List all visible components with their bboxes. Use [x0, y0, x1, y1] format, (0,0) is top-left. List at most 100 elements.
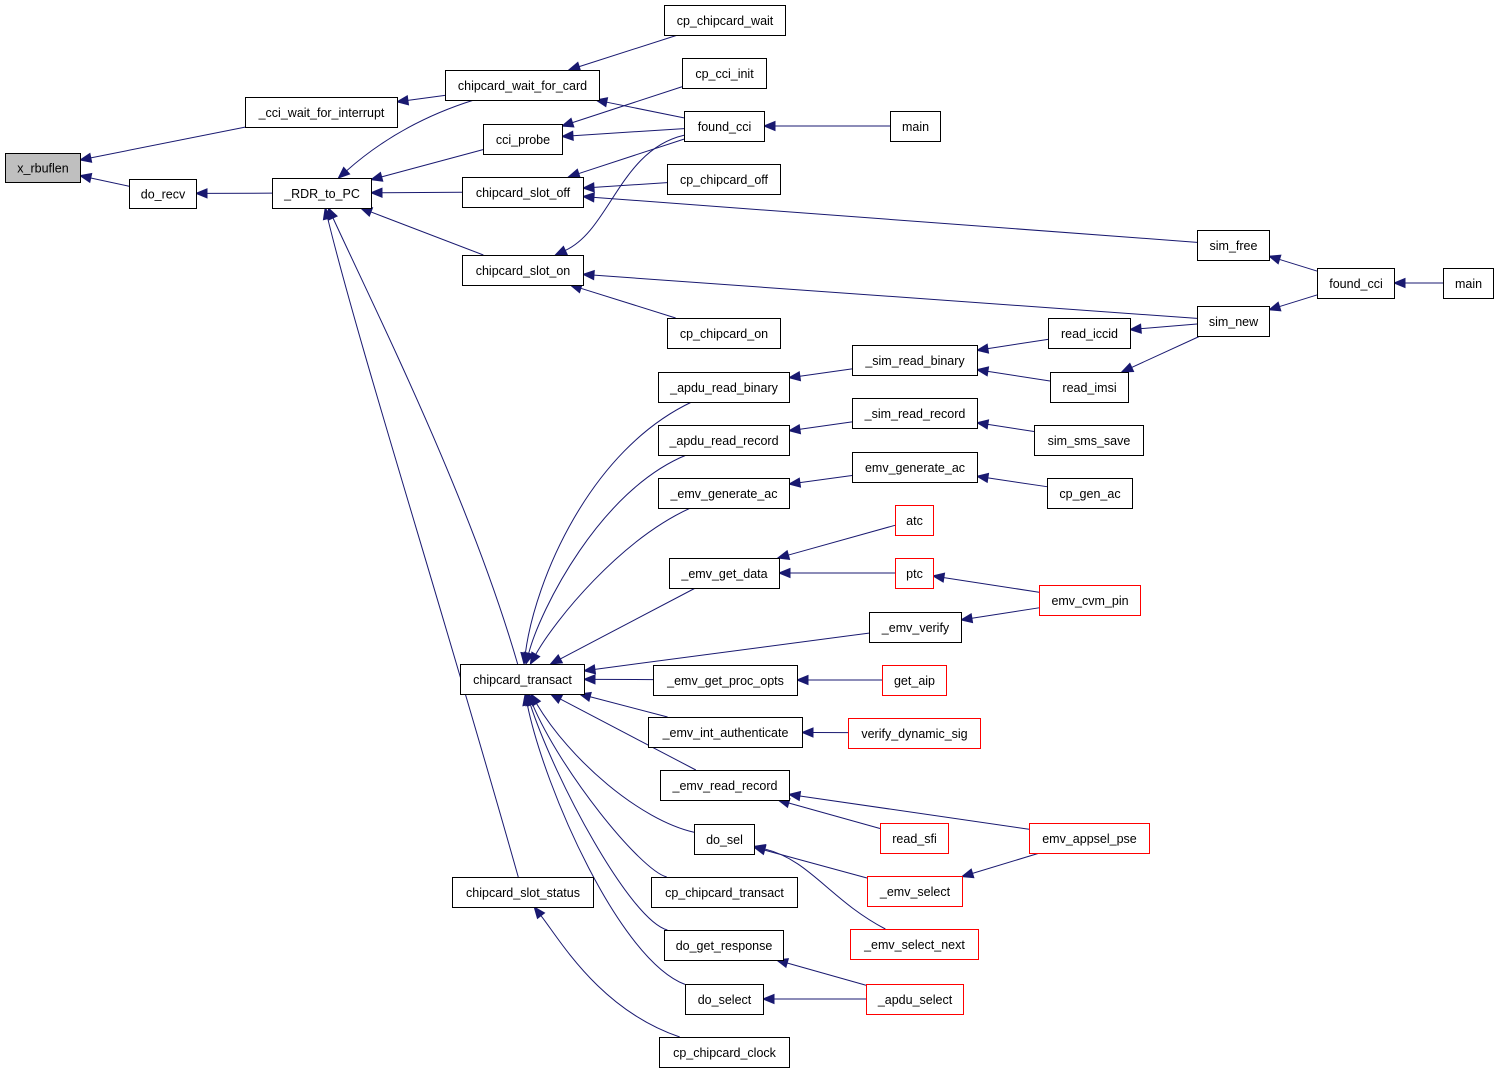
node-main-b[interactable]: main — [1443, 268, 1494, 299]
node-box[interactable] — [895, 505, 934, 536]
node-chipcard-transact[interactable]: chipcard_transact — [460, 664, 585, 695]
node-chipcard-slot-on[interactable]: chipcard_slot_on — [462, 255, 584, 286]
node-cp-gen-ac[interactable]: cp_gen_ac — [1047, 478, 1133, 509]
node-box[interactable] — [653, 665, 798, 696]
node-box[interactable] — [664, 5, 786, 36]
node-do-select[interactable]: do_select — [685, 984, 764, 1015]
node-box[interactable] — [483, 124, 563, 155]
node-sim-new[interactable]: sim_new — [1197, 306, 1270, 337]
node-RDR-to-PC[interactable]: _RDR_to_PC — [272, 178, 372, 209]
node-box[interactable] — [667, 318, 781, 349]
node-found-cci-a[interactable]: found_cci — [684, 111, 765, 142]
node-box[interactable] — [667, 164, 781, 195]
node-box[interactable] — [452, 877, 594, 908]
node-emv-select[interactable]: _emv_select — [867, 876, 963, 907]
node-box[interactable] — [1034, 425, 1144, 456]
node-sim-read-binary[interactable]: _sim_read_binary — [852, 345, 978, 376]
node-box[interactable] — [658, 478, 790, 509]
node-box[interactable] — [895, 558, 934, 589]
node-cp-cci-init[interactable]: cp_cci_init — [682, 58, 767, 89]
node-box[interactable] — [880, 823, 949, 854]
node-do-recv[interactable]: do_recv — [129, 179, 197, 209]
node-ptc[interactable]: ptc — [895, 558, 934, 589]
node-emv-generate-ac-p[interactable]: _emv_generate_ac — [658, 478, 790, 509]
node-box[interactable] — [1197, 306, 1270, 337]
node-emv-generate-ac[interactable]: emv_generate_ac — [852, 452, 978, 483]
node-sim-sms-save[interactable]: sim_sms_save — [1034, 425, 1144, 456]
node-emv-select-next[interactable]: _emv_select_next — [850, 929, 979, 960]
node-box[interactable] — [658, 372, 790, 403]
node-atc[interactable]: atc — [895, 505, 934, 536]
node-box[interactable] — [5, 153, 81, 183]
node-read-sfi[interactable]: read_sfi — [880, 823, 949, 854]
node-box[interactable] — [1050, 372, 1129, 403]
node-box[interactable] — [867, 876, 963, 907]
node-chipcard-slot-off[interactable]: chipcard_slot_off — [462, 177, 584, 208]
node-cp-chipcard-on[interactable]: cp_chipcard_on — [667, 318, 781, 349]
node-apdu-select[interactable]: _apdu_select — [866, 984, 964, 1015]
node-cci-wait-for-interrupt[interactable]: _cci_wait_for_interrupt — [245, 97, 398, 128]
node-box[interactable] — [245, 97, 398, 128]
node-box[interactable] — [1443, 268, 1494, 299]
node-emv-verify[interactable]: _emv_verify — [869, 612, 962, 643]
node-emv-get-proc-opts[interactable]: _emv_get_proc_opts — [653, 665, 798, 696]
node-read-iccid[interactable]: read_iccid — [1048, 318, 1131, 349]
node-box[interactable] — [660, 770, 790, 801]
node-main-a[interactable]: main — [890, 111, 941, 142]
node-chipcard-slot-status[interactable]: chipcard_slot_status — [452, 877, 594, 908]
node-do-get-response[interactable]: do_get_response — [664, 930, 784, 961]
node-box[interactable] — [869, 612, 962, 643]
node-box[interactable] — [890, 111, 941, 142]
node-box[interactable] — [852, 345, 978, 376]
node-read-imsi[interactable]: read_imsi — [1050, 372, 1129, 403]
node-box[interactable] — [272, 178, 372, 209]
node-cp-chipcard-wait[interactable]: cp_chipcard_wait — [664, 5, 786, 36]
node-emv-appsel-pse[interactable]: emv_appsel_pse — [1029, 823, 1150, 854]
node-box[interactable] — [1317, 268, 1395, 299]
node-box[interactable] — [694, 824, 755, 855]
node-box[interactable] — [685, 984, 764, 1015]
node-box[interactable] — [445, 70, 600, 101]
node-cp-chipcard-off[interactable]: cp_chipcard_off — [667, 164, 781, 195]
node-box[interactable] — [664, 930, 784, 961]
node-box[interactable] — [460, 664, 585, 695]
node-box[interactable] — [1047, 478, 1133, 509]
node-box[interactable] — [648, 717, 803, 748]
node-x-rbuflen[interactable]: x_rbuflen — [5, 153, 81, 183]
node-box[interactable] — [1039, 585, 1141, 616]
node-box[interactable] — [1029, 823, 1150, 854]
node-box[interactable] — [848, 718, 981, 749]
node-box[interactable] — [684, 111, 765, 142]
node-cci-probe[interactable]: cci_probe — [483, 124, 563, 155]
node-get-aip[interactable]: get_aip — [882, 665, 947, 696]
node-emv-cvm-pin[interactable]: emv_cvm_pin — [1039, 585, 1141, 616]
node-box[interactable] — [852, 452, 978, 483]
node-box[interactable] — [651, 877, 798, 908]
node-emv-read-record[interactable]: _emv_read_record — [660, 770, 790, 801]
node-apdu-read-binary[interactable]: _apdu_read_binary — [658, 372, 790, 403]
node-cp-chipcard-transact[interactable]: cp_chipcard_transact — [651, 877, 798, 908]
node-box[interactable] — [1048, 318, 1131, 349]
node-box[interactable] — [882, 665, 947, 696]
node-sim-free[interactable]: sim_free — [1197, 230, 1270, 261]
node-emv-int-authenticate[interactable]: _emv_int_authenticate — [648, 717, 803, 748]
node-box[interactable] — [850, 929, 979, 960]
node-box[interactable] — [658, 425, 790, 456]
node-do-sel[interactable]: do_sel — [694, 824, 755, 855]
node-box[interactable] — [129, 179, 197, 209]
node-verify-dynamic-sig[interactable]: verify_dynamic_sig — [848, 718, 981, 749]
node-emv-get-data[interactable]: _emv_get_data — [669, 558, 780, 589]
node-sim-read-record[interactable]: _sim_read_record — [852, 398, 978, 429]
node-box[interactable] — [669, 558, 780, 589]
node-apdu-read-record[interactable]: _apdu_read_record — [658, 425, 790, 456]
node-box[interactable] — [462, 255, 584, 286]
node-box[interactable] — [659, 1037, 790, 1068]
node-cp-chipcard-clock[interactable]: cp_chipcard_clock — [659, 1037, 790, 1068]
node-box[interactable] — [852, 398, 978, 429]
node-box[interactable] — [462, 177, 584, 208]
node-chipcard-wait-for-card[interactable]: chipcard_wait_for_card — [445, 70, 600, 101]
node-found-cci-b[interactable]: found_cci — [1317, 268, 1395, 299]
node-box[interactable] — [1197, 230, 1270, 261]
node-box[interactable] — [866, 984, 964, 1015]
node-box[interactable] — [682, 58, 767, 89]
